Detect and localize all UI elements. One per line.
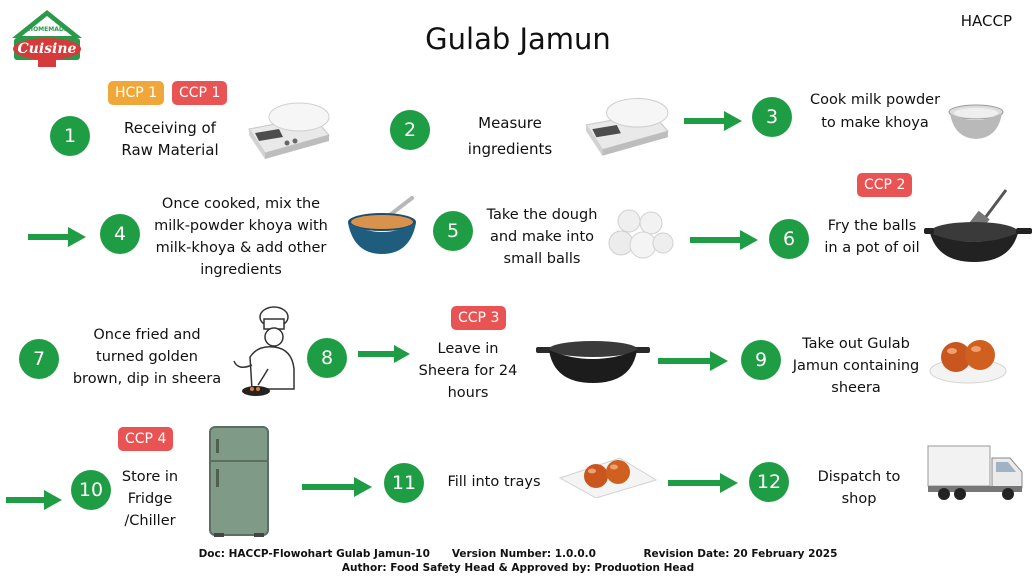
step-7-text: Once fried and turned golden brown, dip … (72, 327, 222, 387)
arrow-2-3 (684, 111, 742, 135)
step-2-number: 2 (390, 110, 430, 150)
step-3-number: 3 (752, 97, 792, 137)
step-1-text: Receiving of Raw Material (121, 119, 219, 159)
ccp4-badge: CCP 4 (118, 427, 174, 451)
step-12-number: 12 (749, 462, 789, 502)
dough-balls-icon (607, 205, 677, 269)
chef-icon (228, 305, 300, 405)
step-7-number: 7 (19, 339, 59, 379)
weighing-scale-icon (243, 95, 333, 165)
step-10-number: 10 (71, 470, 111, 510)
step-2-text: Measure ingredients (467, 114, 553, 158)
tray-icon (558, 452, 658, 502)
page-title: Gulab Jamun (425, 22, 611, 56)
step-4-number: 4 (100, 214, 140, 254)
step-8-text: Leave in Sheera for 24 hours (418, 341, 518, 401)
step-9-text: Take out Gulab Jamun containing sheera (792, 336, 920, 396)
truck-icon (926, 444, 1026, 506)
arrow-8-leave (358, 345, 410, 367)
steel-bowl-icon (948, 104, 1004, 146)
arrow-into-10 (6, 490, 62, 514)
haccp-tag: HACCP (960, 12, 1012, 30)
step-1-number: 1 (50, 116, 90, 156)
logo-text-main: Cuisine (17, 41, 77, 57)
weighing-scale-icon (580, 90, 672, 162)
arrow-into-4 (28, 227, 86, 251)
fridge-icon (208, 425, 270, 543)
mixing-bowl-icon (346, 196, 420, 262)
step-4-text: Once cooked, mix the milk-powder khoya w… (154, 196, 328, 278)
footer-doc-info: Doc: HACCP-Flowohart Gulab Jamun-10 Vers… (198, 548, 838, 560)
ccp2-badge: CCP 2 (857, 173, 913, 197)
step-3-text: Cook milk powder to make khoya (809, 92, 941, 131)
logo-icon (12, 10, 82, 67)
arrow-10-11 (302, 477, 372, 501)
footer-author-info: Author: Food Safety Head & Approved by: … (341, 562, 695, 574)
step-9-number: 9 (741, 340, 781, 380)
step-10-text: Store in Fridge /Chiller (121, 469, 179, 529)
step-8-number: 8 (307, 338, 347, 378)
kadai-icon (536, 337, 650, 389)
step-6-text: Fry the balls in a pot of oil (824, 218, 920, 256)
logo-text-top: HOMEMADE (28, 26, 68, 33)
arrow-5-6 (690, 230, 758, 254)
brand-logo: HOMEMADE Cuisine (10, 8, 85, 68)
hcp1-badge: HCP 1 (108, 81, 165, 105)
step-11-number: 11 (384, 463, 424, 503)
step-12-text: Dispatch to shop (817, 469, 901, 507)
ccp3-badge: CCP 3 (451, 306, 507, 330)
ccp1-badge: CCP 1 (172, 81, 228, 105)
step-5-text: Take the dough and make into small balls (486, 207, 598, 267)
wok-icon (924, 188, 1034, 268)
step-11-text: Fill into trays (447, 474, 541, 490)
gulab-jamun-plate-icon (928, 325, 1008, 389)
step-5-number: 5 (433, 211, 473, 251)
step-6-number: 6 (769, 219, 809, 259)
arrow-8-9 (658, 351, 728, 375)
arrow-11-12 (668, 473, 738, 497)
